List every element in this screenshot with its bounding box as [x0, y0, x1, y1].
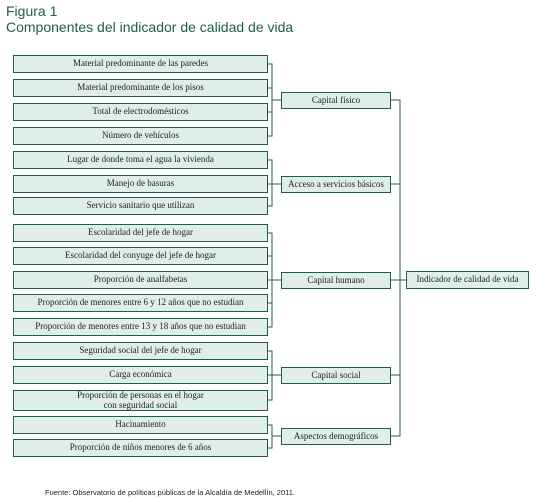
component-box: Material predominante de los pisos [13, 79, 268, 97]
source-note: Fuente: Observatorio de políticas públic… [45, 488, 296, 497]
component-box: Seguridad social del jefe de hogar [13, 342, 268, 360]
component-box: Número de vehículos [13, 127, 268, 145]
component-box: Total de electrodomésticos [13, 103, 268, 121]
component-box: Manejo de basuras [13, 175, 268, 193]
component-box: Proporción de niños menores de 6 años [13, 439, 268, 457]
component-box: Proporción de personas en el hogar con s… [13, 390, 268, 411]
component-box: Proporción de menores entre 6 y 12 años … [13, 294, 268, 312]
category-box: Acceso a servicios básicos [281, 176, 391, 193]
component-box: Proporción de analfabetas [13, 271, 268, 289]
category-box: Capital físico [281, 92, 391, 109]
component-box: Escolaridad del conyuge del jefe de hoga… [13, 247, 268, 265]
figure-label: Figura 1 [6, 3, 58, 19]
component-box: Servicio sanitario que utilizan [13, 197, 268, 215]
component-box: Material predominante de las paredes [13, 55, 268, 73]
category-box: Capital humano [281, 272, 391, 289]
component-box: Hacinamiento [13, 416, 268, 434]
category-box: Aspectos demográficos [281, 428, 391, 445]
indicator-box: Indicador de calidad de vida [406, 271, 529, 289]
component-box: Escolaridad del jefe de hogar [13, 224, 268, 242]
figure-title: Componentes del indicador de calidad de … [6, 19, 294, 35]
component-box: Carga económica [13, 366, 268, 384]
category-box: Capital social [281, 367, 391, 384]
component-box: Proporción de menores entre 13 y 18 años… [13, 318, 268, 336]
component-box: Lugar de donde toma el agua la vivienda [13, 151, 268, 169]
